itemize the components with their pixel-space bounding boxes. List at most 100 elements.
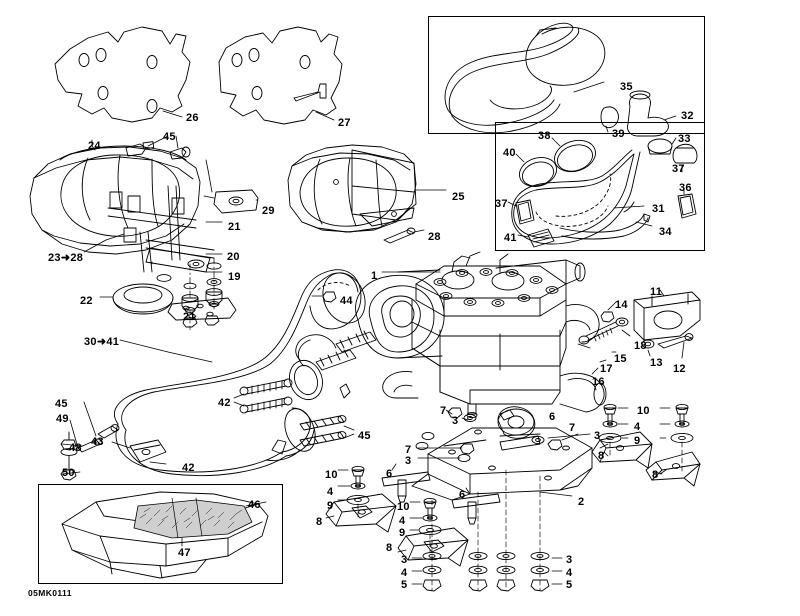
callout-3-d: 3	[401, 554, 408, 566]
intake-boots	[289, 330, 377, 401]
callout-43: 43	[91, 436, 104, 448]
callout-47: 47	[178, 547, 191, 559]
pad-37-b	[507, 199, 535, 225]
pad-37-a	[672, 143, 698, 173]
callout-39: 39	[612, 128, 625, 140]
oval-38	[551, 137, 596, 173]
callout-37-b: 37	[495, 198, 508, 210]
inset-frame-intake-duct	[495, 122, 705, 251]
callout-9-c: 9	[399, 527, 406, 539]
callout-1: 1	[371, 270, 378, 282]
callout-8-d: 8	[386, 542, 393, 554]
callout-26: 26	[186, 112, 199, 124]
pad-36	[677, 189, 697, 219]
bracket-8-center-right	[397, 527, 469, 567]
callout-50: 50	[62, 467, 75, 479]
callout-19: 19	[228, 271, 241, 283]
callout-28: 28	[428, 231, 441, 243]
callout-7-a: 7	[440, 405, 447, 417]
callout-23-to-28: 23➜28	[48, 252, 84, 264]
oval-40	[515, 153, 558, 188]
callout-42-b: 42	[182, 462, 195, 474]
callout-3-b: 3	[594, 430, 601, 442]
callout-3-c: 3	[405, 455, 412, 467]
callout-22: 22	[80, 295, 93, 307]
inset-frame-air-silencer-hose	[428, 16, 705, 134]
callout-4-d: 4	[401, 567, 408, 579]
gasket-27-shape	[218, 26, 343, 125]
callout-31: 31	[652, 203, 665, 215]
cap-33	[647, 137, 677, 155]
support-plate-2	[411, 406, 593, 501]
tunnel-46-47	[61, 491, 269, 579]
left-fasteners	[60, 401, 167, 481]
callout-38: 38	[538, 130, 551, 142]
bracket-8-center-left	[325, 493, 397, 533]
callout-25: 25	[452, 191, 465, 203]
callout-11: 11	[650, 286, 663, 298]
callout-6-b: 6	[386, 468, 393, 480]
inset-frame-tunnel-insulation	[38, 484, 283, 584]
callout-10-c: 10	[397, 501, 410, 513]
bottom-hardware-rows	[411, 469, 563, 592]
callout-15: 15	[614, 353, 627, 365]
callout-7-c: 7	[405, 444, 412, 456]
callout-45-a: 45	[163, 131, 176, 143]
callout-4-a: 4	[634, 421, 641, 433]
hose-35	[444, 22, 606, 134]
callout-49: 49	[56, 413, 69, 425]
callout-4-c: 4	[399, 515, 406, 527]
fastener-column	[167, 257, 237, 331]
callout-35: 35	[620, 81, 633, 93]
callout-21-a: 21	[228, 221, 241, 233]
callout-36: 36	[679, 182, 692, 194]
callout-20: 20	[227, 251, 240, 263]
spacer-6-left	[381, 463, 431, 503]
callout-7-b: 7	[569, 422, 576, 434]
callout-27: 27	[338, 117, 351, 129]
intake-duct-31-34	[511, 149, 651, 245]
callout-12: 12	[673, 363, 686, 375]
callout-21-b: 21	[183, 311, 196, 323]
callout-32: 32	[681, 110, 694, 122]
callout-9-b: 9	[327, 500, 334, 512]
callout-37-a: 37	[672, 163, 685, 175]
callout-48: 48	[69, 442, 82, 454]
plate-fasteners	[415, 407, 591, 463]
air-box-25	[287, 144, 417, 233]
hardware-column-center-left	[337, 465, 370, 521]
screw-28	[383, 227, 425, 244]
bracket-8-right	[591, 431, 701, 487]
callout-3-e: 3	[566, 554, 573, 566]
spacer-6-right	[451, 487, 501, 525]
callout-5-a: 5	[401, 579, 408, 591]
callout-45-b: 45	[55, 398, 68, 410]
callout-41: 41	[504, 232, 517, 244]
callout-24: 24	[88, 140, 101, 152]
engine-1	[355, 251, 607, 419]
ring-22	[112, 283, 174, 315]
callout-5-b: 5	[566, 579, 573, 591]
callout-40: 40	[503, 147, 516, 159]
callout-29: 29	[262, 205, 275, 217]
springs-42	[233, 378, 293, 414]
clamps-45-center	[299, 415, 355, 447]
clamp-45-top	[125, 135, 191, 160]
muffler-30-41	[114, 269, 366, 477]
grommet-39	[600, 106, 619, 133]
sheet-code: 05MK0111	[28, 588, 72, 598]
callout-33: 33	[678, 133, 691, 145]
bracket-11	[633, 289, 701, 341]
callout-8-b: 8	[652, 469, 659, 481]
hardware-column-right	[598, 403, 694, 473]
callout-4-e: 4	[566, 567, 573, 579]
callout-3-a: 3	[452, 415, 459, 427]
callout-30-to-41: 30➜41	[84, 336, 120, 348]
callout-10-a: 10	[637, 405, 650, 417]
callout-16: 16	[592, 376, 605, 388]
callout-18: 18	[634, 340, 647, 352]
gasket-26-shape	[54, 26, 191, 123]
callout-8-a: 8	[598, 450, 605, 462]
callout-6-a: 6	[549, 411, 556, 423]
